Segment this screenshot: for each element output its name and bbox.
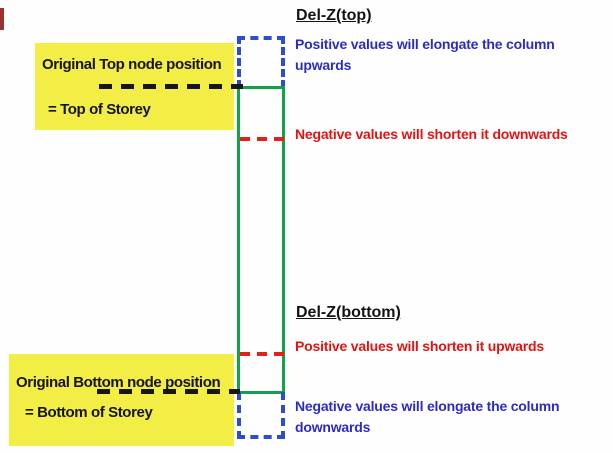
column-elongation-top-outline — [237, 36, 285, 88]
del-z-top-negative-note: Negative values will shorten it downward… — [295, 126, 568, 142]
del-z-top-positive-line2: upwards — [295, 57, 352, 73]
del-z-top-positive-line1: Positive values will elongate the column — [295, 36, 555, 52]
bottom-node-label-line1: Original Bottom node position — [16, 374, 221, 391]
del-z-bottom-negative-line1: Negative values will elongate the column — [295, 398, 560, 414]
bottom-node-dashed-line — [97, 389, 240, 394]
column-elongation-bottom-outline — [237, 392, 285, 439]
del-z-bottom-negative-note: Negative values will elongate the column… — [295, 396, 559, 438]
bottom-node-highlight-box — [9, 354, 234, 446]
column-outline — [237, 86, 285, 394]
del-z-top-positive-note: Positive values will elongate the column… — [295, 34, 555, 76]
shorten-bottom-dashed-line — [240, 352, 285, 356]
video-artifact-mark — [0, 8, 4, 30]
top-node-dashed-line — [99, 84, 243, 89]
top-node-label-line1: Original Top node position — [42, 56, 222, 73]
del-z-bottom-negative-line2: downwards — [295, 419, 371, 435]
bottom-node-label-line2: = Bottom of Storey — [25, 404, 153, 421]
del-z-top-heading: Del-Z(top) — [296, 7, 372, 24]
shorten-top-dashed-line — [240, 137, 285, 141]
del-z-bottom-positive-note: Positive values will shorten it upwards — [295, 338, 544, 354]
del-z-bottom-heading: Del-Z(bottom) — [296, 304, 401, 321]
top-node-label-line2: = Top of Storey — [48, 101, 151, 118]
